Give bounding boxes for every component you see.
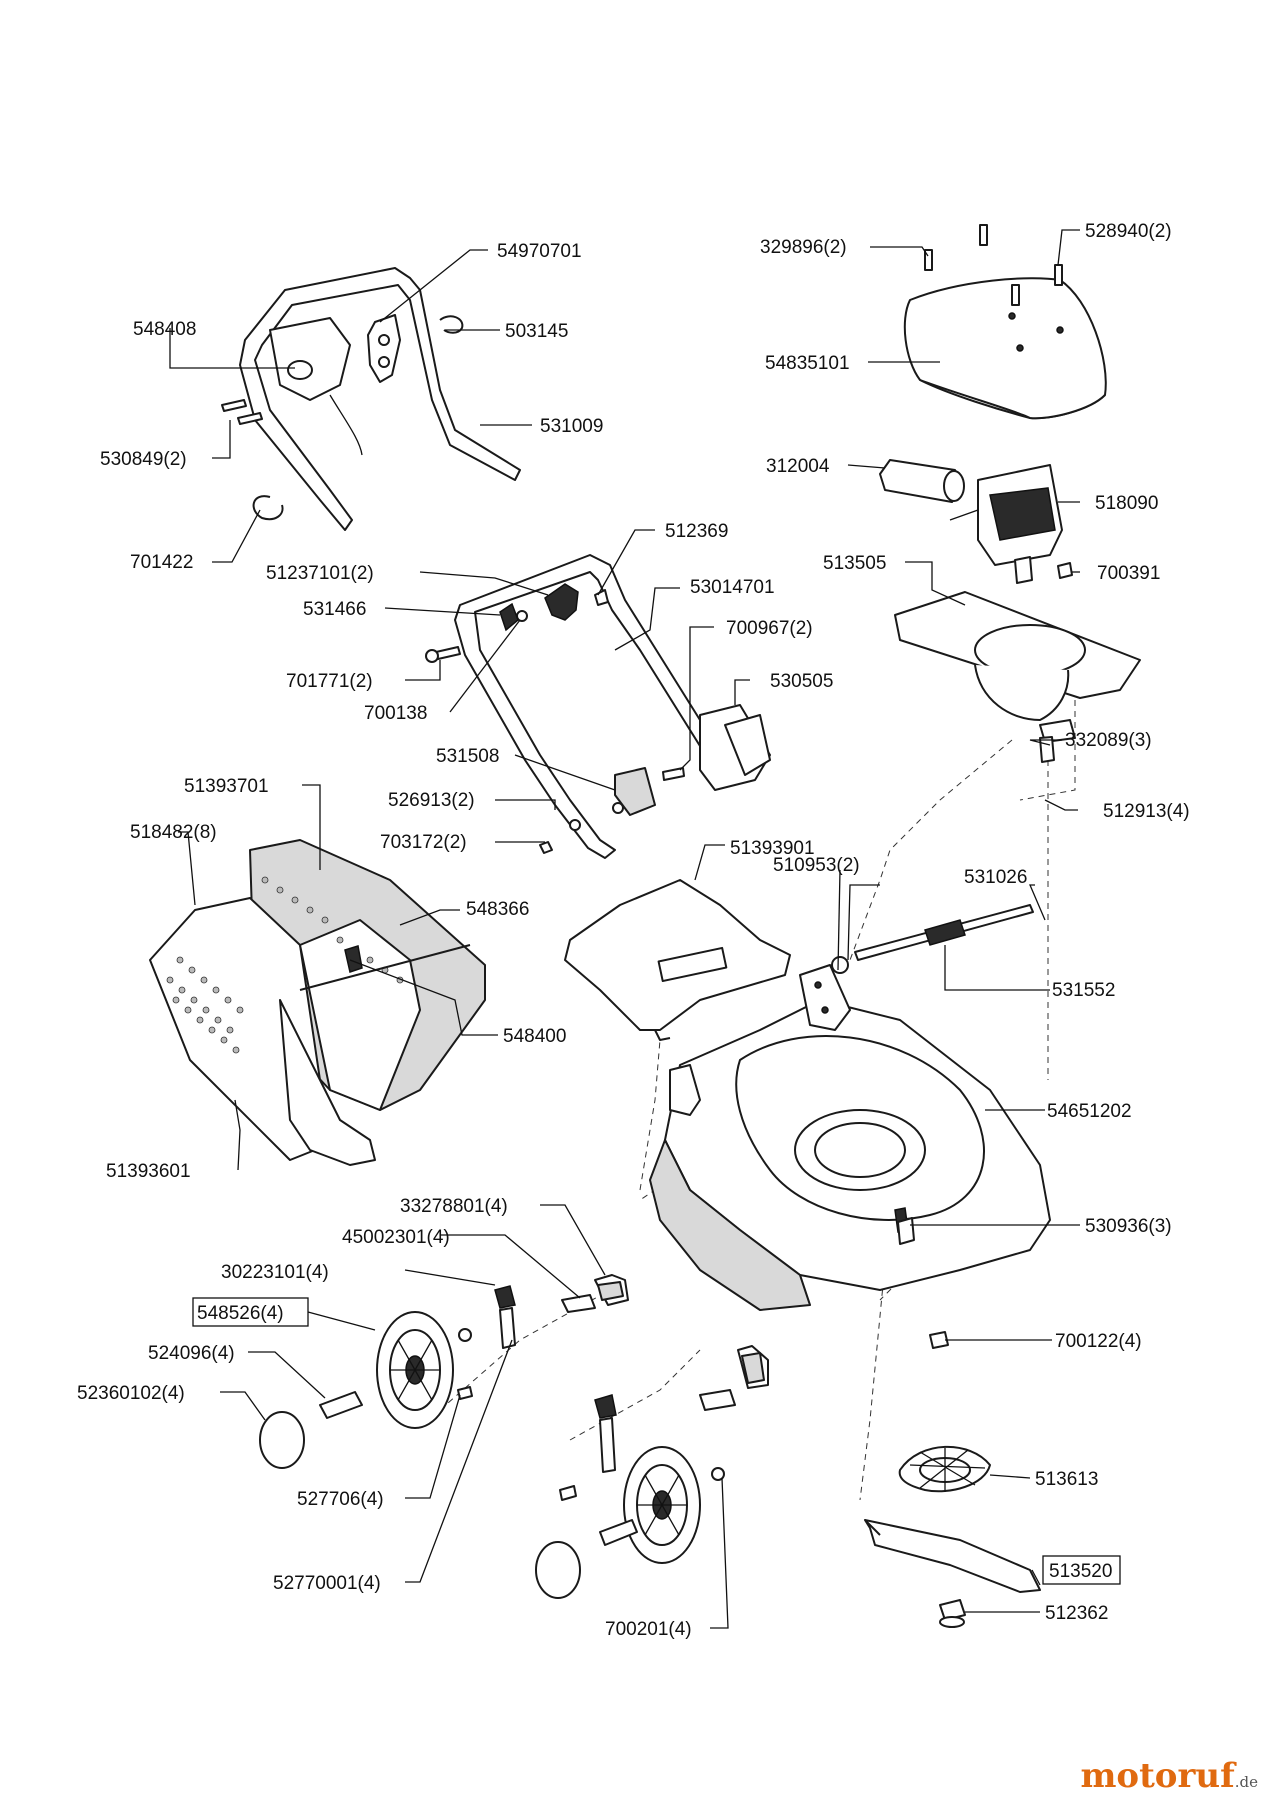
part-labels: 54970701 548408 503145 531009 530849(2) …	[77, 221, 1190, 1640]
axle-bolts-524096	[319, 1391, 638, 1546]
label-510953: 510953(2)	[773, 855, 860, 876]
lower-handle-53014701	[425, 554, 771, 859]
label-548366: 548366	[466, 899, 529, 920]
label-45002301: 45002301(4)	[342, 1227, 450, 1248]
label-701422: 701422	[130, 552, 193, 573]
hubcaps-52360102	[259, 1411, 581, 1599]
label-700122: 700122(4)	[1055, 1331, 1142, 1352]
label-30223101: 30223101(4)	[221, 1262, 329, 1283]
label-329896: 329896(2)	[760, 237, 847, 258]
label-700138: 700138	[364, 703, 427, 724]
height-adjusters	[494, 1274, 769, 1473]
motor-cover-54835101	[903, 277, 1107, 420]
label-518482: 518482(8)	[130, 822, 217, 843]
leader-lines	[169, 229, 1080, 1629]
label-52770001: 52770001(4)	[273, 1573, 381, 1594]
label-box-513520	[1042, 1555, 1121, 1585]
wheel-front	[623, 1446, 725, 1564]
label-512362: 512362	[1045, 1603, 1108, 1624]
washers-527706	[457, 1386, 577, 1501]
label-512369: 512369	[665, 521, 728, 542]
wheel-rear-548526	[376, 1311, 472, 1429]
brand-name: motoruf	[1080, 1756, 1235, 1796]
label-51393601: 51393601	[106, 1161, 191, 1182]
blade-513520	[864, 1519, 1041, 1593]
capacitor-312004	[879, 459, 965, 503]
label-531508: 531508	[436, 746, 499, 767]
label-513613: 513613	[1035, 1469, 1098, 1490]
motor-518090	[949, 464, 1073, 584]
upper-handle-531009	[239, 267, 521, 531]
label-512913: 512913(4)	[1103, 801, 1190, 822]
fan-513613	[898, 1445, 991, 1493]
label-524096: 524096(4)	[148, 1343, 235, 1364]
label-503145: 503145	[505, 321, 568, 342]
grass-bag-51393601	[149, 839, 486, 1166]
label-531009: 531009	[540, 416, 603, 437]
label-700201: 700201(4)	[605, 1619, 692, 1640]
label-53014701: 53014701	[690, 577, 775, 598]
label-51237101: 51237101(2)	[266, 563, 374, 584]
label-54651202: 54651202	[1047, 1101, 1132, 1122]
label-701771: 701771(2)	[286, 671, 373, 692]
label-548408: 548408	[133, 319, 196, 340]
label-54970701: 54970701	[497, 241, 582, 262]
label-528940: 528940(2)	[1085, 221, 1172, 242]
label-33278801: 33278801(4)	[400, 1196, 508, 1217]
bag-mesh	[166, 876, 404, 1054]
label-700391: 700391	[1097, 563, 1160, 584]
label-530505: 530505	[770, 671, 833, 692]
brand-watermark: motoruf.de	[1080, 1756, 1258, 1796]
nut-700122	[929, 1331, 949, 1349]
label-531026: 531026	[964, 867, 1027, 888]
label-548400: 548400	[503, 1026, 566, 1047]
label-312004: 312004	[766, 456, 830, 477]
blade-bolt-512362	[939, 1599, 966, 1628]
label-526913: 526913(2)	[388, 790, 475, 811]
label-51393701: 51393701	[184, 776, 269, 797]
label-52360102: 52360102(4)	[77, 1383, 185, 1404]
label-548526: 548526(4)	[197, 1303, 284, 1324]
label-332089: 332089(3)	[1065, 730, 1152, 751]
clip-701422	[252, 495, 284, 521]
mower-deck-54651202	[649, 964, 1051, 1311]
label-513505: 513505	[823, 553, 886, 574]
label-703172: 703172(2)	[380, 832, 467, 853]
label-700967: 700967(2)	[726, 618, 813, 639]
label-54835101: 54835101	[765, 353, 850, 374]
label-box-548526	[192, 1297, 309, 1327]
label-51393901: 51393901	[730, 838, 815, 859]
deck-bolts-530936	[897, 1217, 915, 1245]
label-531466: 531466	[303, 599, 366, 620]
deflector-51393901	[564, 879, 791, 1041]
label-530849: 530849(2)	[100, 449, 187, 470]
label-531552: 531552	[1052, 980, 1115, 1001]
label-530936: 530936(3)	[1085, 1216, 1172, 1237]
brand-tld: .de	[1234, 1773, 1258, 1791]
label-513520: 513520	[1049, 1561, 1112, 1582]
label-518090: 518090	[1095, 493, 1158, 514]
rear-axle-531026	[831, 904, 1034, 974]
cover-screws	[924, 224, 1063, 306]
base-plate-513505	[894, 591, 1141, 763]
label-527706: 527706(4)	[297, 1489, 384, 1510]
screws-530849	[221, 399, 263, 425]
